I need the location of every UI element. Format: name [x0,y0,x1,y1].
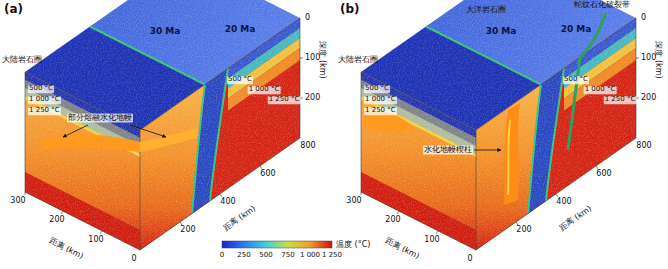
depth-tick: 0 [641,14,646,23]
callout-label: 水化地幔楔柱 [423,146,473,155]
callout-label: 部分熔融水化地幔 [67,114,133,123]
panel-label: (a) [4,3,23,16]
depth-tick: 200 [305,94,320,103]
age-label: 30 Ma [486,27,517,37]
isotherm-label: 500 °C [227,76,253,84]
distance-tick: 300 [10,197,25,206]
model-block [25,0,303,250]
colorbar-tick: 250 [237,252,250,260]
distance-tick: 200 [49,216,64,225]
axis-title: 距离 (km) [47,237,84,262]
isotherm-label: 500 °C [563,76,589,84]
panel-a [25,0,303,250]
isotherm-label: 1 250 °C [28,107,61,115]
distance-tick: 800 [300,142,315,151]
leader-arrow [474,150,501,151]
depth-tick: 0 [305,14,310,23]
distance-tick: 600 [260,170,275,179]
model-block [361,0,639,250]
distance-tick: 200 [516,226,531,235]
distance-tick: 100 [424,236,439,245]
axis-title: 深度 (km) [654,41,663,78]
layer-label: 大洋岩石圈 [466,6,506,15]
distance-tick: 100 [88,236,103,245]
layer-label: 大陆岩石圈 [338,56,378,65]
distance-tick: 600 [596,170,611,179]
axis-title: 距离 (km) [383,237,420,262]
depth-tick: 100 [305,54,320,63]
distance-tick: 0 [131,255,136,264]
colorbar-title: 温度 (°C) [336,241,370,250]
distance-tick: 200 [385,216,400,225]
distance-tick: 400 [220,198,235,207]
isotherm-label: 500 °C [28,85,54,93]
distance-tick: 800 [636,142,651,151]
isotherm-label: 1 250 °C [604,96,637,104]
melt-zone [40,134,140,152]
colorbar-tick: 500 [259,252,272,260]
leader-arrow [130,125,166,137]
age-label: 20 Ma [225,25,256,35]
depth-tick: 200 [641,94,656,103]
age-label: 20 Ma [561,25,592,35]
colorbar-tick: 1 250 [322,252,342,260]
distance-tick: 0 [467,255,472,264]
layer-label: 大陆岩石圈 [2,56,42,65]
isotherm-label: 1 000 °C [584,86,617,94]
isotherm-label: 1 000 °C [28,96,61,104]
hydrated-plume [508,120,510,195]
panel-label: (b) [340,3,360,16]
axis-title: 深度 (km) [318,41,327,78]
distance-tick: 200 [180,226,195,235]
hydrated-plume [504,103,520,205]
colorbar-tick: 0 [220,252,224,260]
colorbar-tick: 750 [281,252,294,260]
axis-title: 距离 (km) [558,205,594,234]
panel-b [361,0,639,250]
colorbar-tick: 1 000 [300,252,320,260]
isotherm-label: 1 000 °C [364,96,397,104]
isotherm-label: 1 250 °C [268,96,301,104]
depth-tick: 100 [641,54,656,63]
isotherm-label: 1 000 °C [248,86,281,94]
isotherm-label: 1 250 °C [364,107,397,115]
callout-label: 蛇纹石化破裂带 [574,1,630,10]
distance-tick: 300 [346,197,361,206]
color-bar [222,241,332,248]
leader-arrow [63,125,88,137]
distance-tick: 400 [556,198,571,207]
isotherm-label: 500 °C [364,85,390,93]
age-label: 30 Ma [150,27,181,37]
axis-title: 距离 (km) [222,205,258,234]
